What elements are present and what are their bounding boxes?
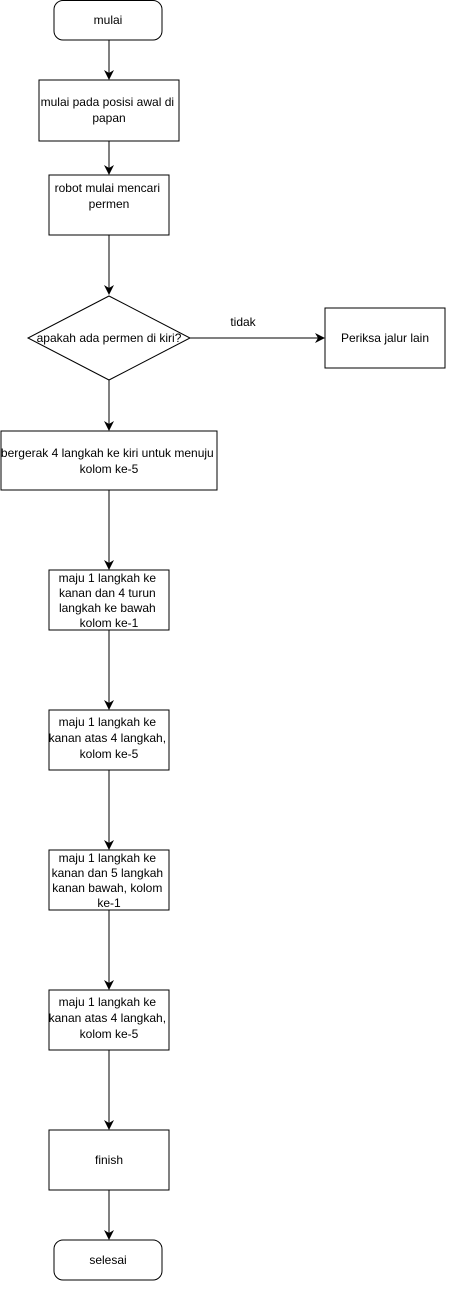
no-branch-label: tidak [230,315,256,329]
end-terminal [53,1239,163,1281]
finish-box [48,1129,170,1191]
step3-label: bergerak 4 langkah ke kiri untuk menuju … [1,446,217,476]
alt-box [324,307,446,369]
end-label: selesai [89,1253,126,1267]
step3-box [0,430,218,491]
step6-label: maju 1 langkah ke kanan dan 5 langkah ka… [52,851,167,910]
start-terminal [53,0,163,41]
step6-box [48,849,170,911]
step7-box [48,989,170,1051]
step2-box [48,174,170,236]
finish-label: finish [95,1153,123,1167]
alt-label: Periksa jalur lain [341,331,429,345]
decision-label: apakah ada permen di kiri? [37,331,182,345]
step5-box [48,709,170,771]
start-label: mulai [94,13,123,27]
step2-label: robot mulai mencari permen [55,181,164,211]
step1-box [38,79,180,142]
decision-diamond [26,295,192,381]
step4-label: maju 1 langkah ke kanan dan 4 turun lang… [59,571,160,630]
step1-label: mulai pada posisi awal di papan [41,95,178,125]
step4-box [48,569,170,631]
step7-label: maju 1 langkah ke kanan atas 4 langkah, … [49,995,170,1041]
step5-label: maju 1 langkah ke kanan atas 4 langkah, … [49,715,170,761]
